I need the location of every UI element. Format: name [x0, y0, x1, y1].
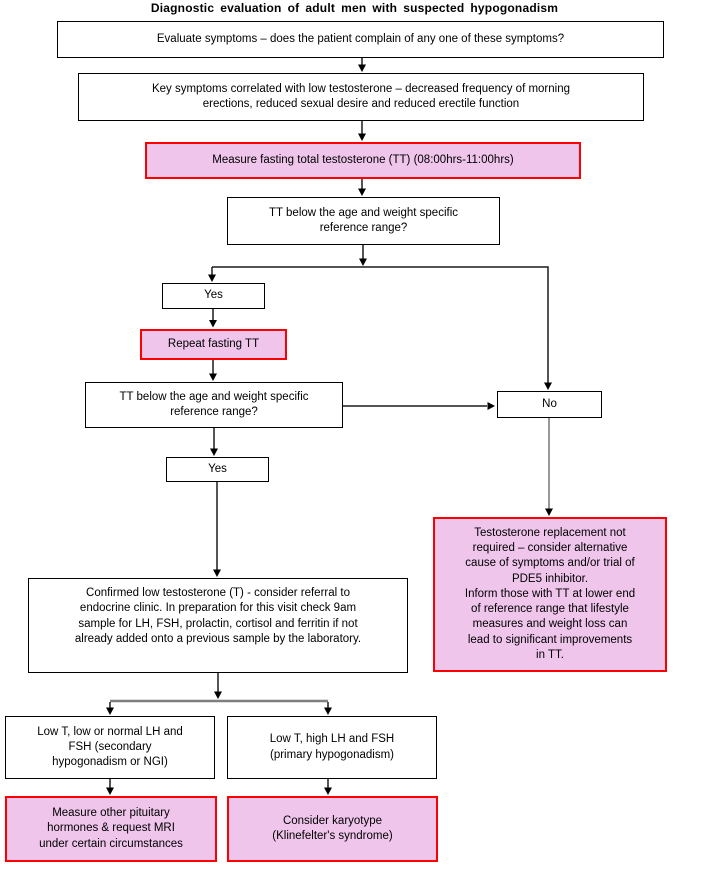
arrow-key-symptoms-to-measure-tt — [358, 121, 366, 141]
node-no-replacement-advice: Testosterone replacement not required – … — [433, 517, 667, 672]
no-replacement-part2: Inform those with TT at lower end of ref… — [464, 587, 636, 661]
arrow-primary-to-karyotype — [324, 779, 332, 795]
arrow-yes2-to-confirmed — [213, 482, 221, 577]
node-yes-second: Yes — [166, 457, 269, 482]
node-measure-pituitary-hormones: Measure other pituitary hormones & reque… — [5, 796, 217, 862]
arrow-question1-to-branch — [359, 245, 367, 266]
arrow-question2-to-yes2 — [210, 428, 218, 456]
node-no: No — [497, 391, 602, 418]
node-consider-karyotype: Consider karyotype (Klinefelter's syndro… — [227, 796, 438, 862]
branch-line-question1 — [208, 266, 552, 390]
no-replacement-part1: Testosterone replacement not required – … — [465, 526, 635, 585]
arrow-evaluate-to-key-symptoms — [358, 57, 366, 72]
node-yes-first: Yes — [162, 283, 265, 309]
page-title: Diagnostic evaluation of adult men with … — [150, 1, 559, 15]
node-confirmed-low-testosterone: Confirmed low testosterone (T) - conside… — [28, 578, 408, 673]
node-tt-below-range-second: TT below the age and weight specific ref… — [85, 382, 343, 428]
arrow-no-to-no-replacement — [545, 418, 553, 516]
arrow-repeat-tt-to-question2 — [209, 360, 217, 381]
node-measure-fasting-tt: Measure fasting total testosterone (TT) … — [145, 142, 581, 179]
node-secondary-hypogonadism: Low T, low or normal LH and FSH (seconda… — [5, 716, 215, 779]
arrow-secondary-to-pituitary — [106, 779, 114, 795]
arrow-question2-to-no — [343, 402, 495, 410]
split-line-bottom — [106, 699, 332, 715]
node-repeat-fasting-tt: Repeat fasting TT — [140, 329, 287, 360]
node-tt-below-range-first: TT below the age and weight specific ref… — [227, 197, 500, 245]
arrow-yes1-to-repeat-tt — [209, 309, 217, 328]
node-primary-hypogonadism: Low T, high LH and FSH (primary hypogona… — [227, 716, 437, 779]
node-evaluate-symptoms: Evaluate symptoms – does the patient com… — [57, 21, 664, 58]
arrow-measure-tt-to-question1 — [358, 179, 366, 196]
node-key-symptoms: Key symptoms correlated with low testost… — [78, 73, 644, 121]
arrow-confirmed-to-split — [214, 673, 222, 699]
